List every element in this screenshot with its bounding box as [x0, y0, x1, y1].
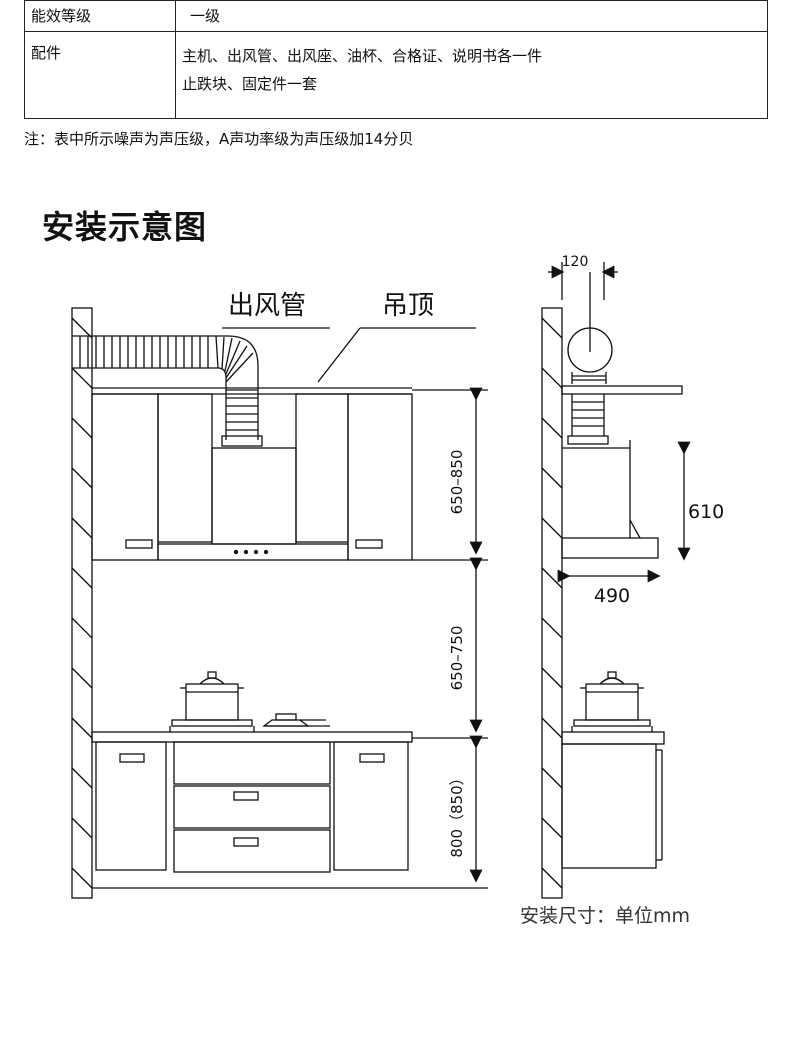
range-hood: [157, 447, 349, 561]
dimension-label: 800（850）: [448, 770, 466, 857]
spec-table: 能效等级 一级 配件 主机、出风管、出风座、油杯、合格证、说明书各一件 止跌块、…: [24, 0, 768, 119]
duct-label: 出风管: [228, 291, 306, 321]
spec-key: 能效等级: [24, 0, 176, 32]
front-wall: [71, 307, 93, 899]
upper-cabinets: [91, 393, 413, 561]
burner-icon: [262, 713, 330, 727]
lower-cabinets: [92, 741, 412, 889]
spec-value-line: 止跌块、固定件一套: [182, 75, 318, 93]
spec-value: 一级: [175, 0, 768, 32]
spec-value-line: 主机、出风管、出风座、油杯、合格证、说明书各一件: [182, 47, 543, 65]
pot-icon: [169, 671, 255, 732]
side-duct: [567, 327, 613, 384]
front-dimensions: [412, 387, 488, 889]
dimension-label: 650–850: [448, 450, 466, 515]
side-cabinet: [561, 731, 665, 869]
dimension-label: 610: [688, 501, 724, 523]
spec-value-line: 一级: [190, 7, 221, 25]
dimension-label: 650–750: [448, 626, 466, 691]
countertop: [91, 731, 413, 743]
table-row: 配件 主机、出风管、出风座、油杯、合格证、说明书各一件 止跌块、固定件一套: [24, 31, 768, 119]
side-pot-icon: [571, 671, 653, 732]
table-row: 能效等级 一级: [24, 0, 768, 32]
side-ceiling: [561, 385, 683, 395]
section-title: 安装示意图: [42, 208, 208, 246]
side-wall: [541, 307, 563, 899]
depth-dimension: [548, 262, 618, 352]
note-text: 注：表中所示噪声为声压级，A声功率级为声压级加14分贝: [24, 130, 414, 148]
side-hood: [561, 394, 659, 559]
ceiling-label: 吊顶: [382, 291, 434, 321]
dimension-label: 490: [594, 585, 630, 607]
spec-value: 主机、出风管、出风座、油杯、合格证、说明书各一件 止跌块、固定件一套: [175, 31, 768, 119]
dimension-label: 120: [562, 254, 589, 270]
units-label: 安装尺寸：单位mm: [520, 905, 690, 927]
exhaust-duct: [72, 335, 263, 447]
